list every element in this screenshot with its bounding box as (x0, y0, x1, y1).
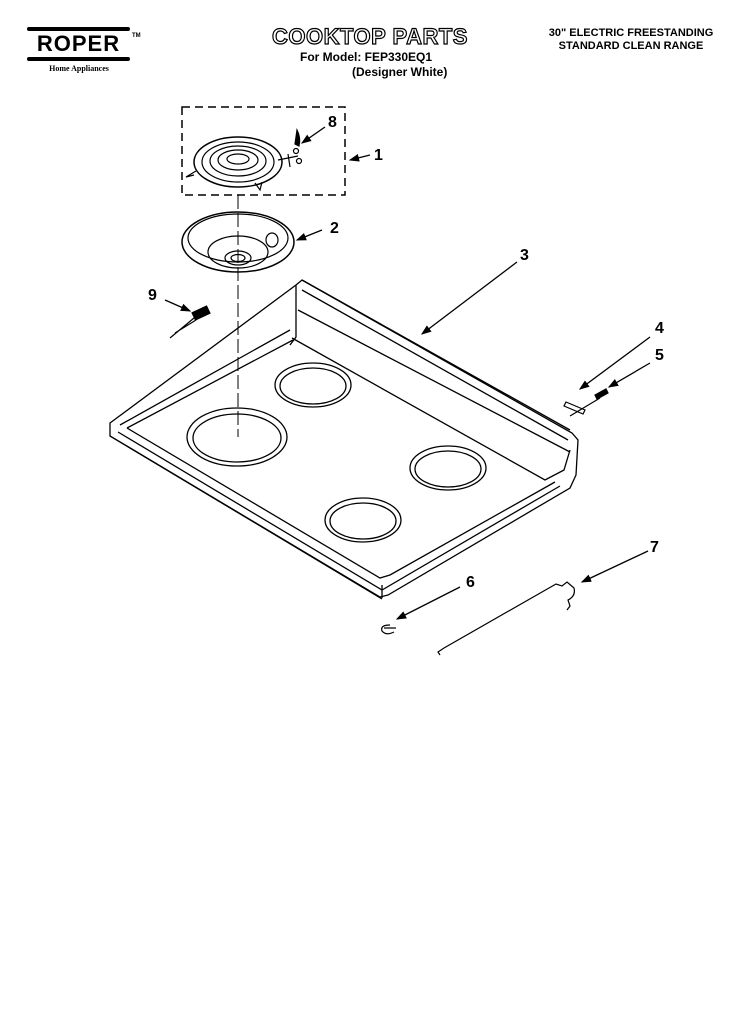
callout-4: 4 (655, 320, 664, 337)
surface-element-assembly (181, 106, 346, 196)
element-clip (294, 128, 301, 147)
callout-7: 7 (650, 539, 659, 556)
bracket (563, 397, 601, 417)
roper-logo: ROPER TM Home Appliances (27, 27, 141, 73)
cooktop (109, 279, 579, 600)
callout-5: 5 (655, 347, 664, 364)
model-variant: (Designer White) (352, 65, 448, 79)
product-description: 30" ELECTRIC FREESTANDING STANDARD CLEAN… (526, 27, 736, 53)
logo-bar-bottom (27, 57, 130, 61)
callout-1: 1 (374, 147, 383, 164)
description-line-2: STANDARD CLEAN RANGE (558, 40, 704, 52)
logo-wordmark: ROPER (36, 31, 121, 56)
callout-6: 6 (466, 574, 475, 591)
clip (381, 624, 396, 635)
callout-9: 9 (148, 287, 157, 304)
page-title: COOKTOP PARTS (271, 23, 468, 49)
support-rod (437, 581, 575, 656)
callout-3: 3 (520, 247, 529, 264)
logo-tagline: Home Appliances (49, 64, 109, 73)
callout-2: 2 (330, 220, 339, 237)
model-number: For Model: FEP330EQ1 (300, 50, 433, 64)
callout-8: 8 (328, 114, 337, 131)
leader-lines (164, 126, 651, 620)
description-line-1: 30" ELECTRIC FREESTANDING (548, 27, 714, 39)
logo-trademark: TM (132, 33, 141, 39)
screw (594, 388, 609, 400)
receptacle (169, 305, 211, 339)
logo-bar-top (27, 27, 130, 31)
